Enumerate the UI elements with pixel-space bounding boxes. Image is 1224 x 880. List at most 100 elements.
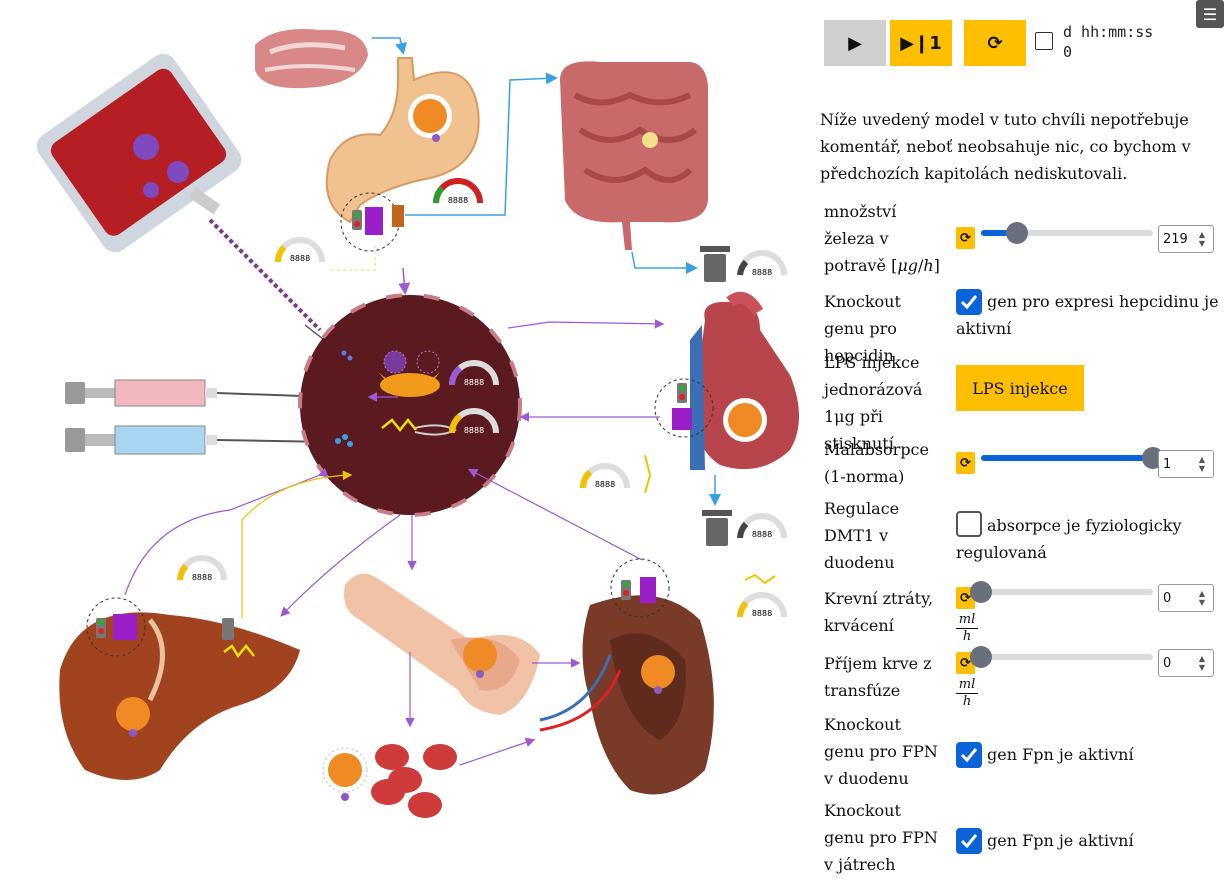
time-format: d hh:mm:ss [1063, 23, 1154, 41]
malabsorption-label: Malabsorpce (1-norma) [824, 440, 929, 486]
malabsorption-reset-button[interactable]: ⟳ [956, 452, 975, 474]
spinner-icon[interactable]: ▲▼ [1198, 654, 1206, 672]
transporter-icon [86, 597, 234, 657]
iron-intake-slider[interactable] [981, 222, 1153, 244]
intestine-icon [560, 61, 708, 250]
fpn-duodenum-checkbox-label: gen Fpn je aktivní [987, 745, 1134, 764]
blood-loss-unit: ml h [956, 613, 978, 644]
heart-icon [690, 291, 799, 470]
fpn-liver-label: Knockout genu pro FPN v játrech [824, 801, 938, 874]
spinner-icon[interactable]: ▲▼ [1198, 455, 1206, 473]
refresh-icon: ⟳ [960, 455, 971, 471]
blood-loss-label: Krevní ztráty, krvácení [824, 589, 934, 635]
slider-fill [981, 455, 1153, 461]
transfusion-value: 0 [1163, 656, 1172, 671]
liver-icon [59, 612, 301, 780]
transporter-icon [654, 378, 714, 438]
play-button[interactable]: ▶ [824, 20, 886, 66]
gauge-value: 8888 [752, 268, 772, 277]
refresh-icon: ⟳ [960, 655, 971, 671]
step-button[interactable]: ▶❙1 [890, 20, 952, 66]
fpn-liver-checkbox-label: gen Fpn je aktivní [987, 831, 1134, 850]
hepcidin-checkbox-row[interactable]: gen pro expresi hepcidinu je aktivní [956, 288, 1221, 342]
play-icon: ▶ [848, 32, 862, 54]
red-blood-cells-icon [322, 744, 457, 818]
gauge-icon: 8888 [737, 513, 787, 539]
slider-thumb[interactable] [1006, 222, 1029, 244]
transfusion-slider[interactable] [970, 646, 1153, 668]
spleen-icon [539, 595, 714, 795]
blood-loss-input[interactable]: 0 ▲▼ [1158, 584, 1214, 612]
gauge-icon: 8888 [177, 555, 227, 582]
gauge-icon: 8888 [433, 178, 483, 205]
transfusion-input[interactable]: 0 ▲▼ [1158, 649, 1214, 677]
transporter-icon [340, 192, 404, 252]
check-icon [960, 834, 978, 849]
blood-loss-value: 0 [1163, 591, 1172, 606]
menu-icon[interactable]: ☰ [1196, 0, 1224, 28]
spinner-icon[interactable]: ▲▼ [1198, 589, 1206, 607]
unit-numerator: ml [958, 677, 976, 692]
gauge-value: 8888 [752, 530, 772, 539]
syringe-icon [65, 425, 331, 455]
spinner-icon[interactable]: ▲▼ [1198, 230, 1206, 248]
time-format-checkbox[interactable] [1035, 32, 1053, 50]
meat-icon [255, 29, 368, 89]
dmt1-checkbox-row[interactable]: absorpce je fyziologicky regulovaná [956, 511, 1221, 566]
fpn-duodenum-checkbox-row[interactable]: gen Fpn je aktivní [956, 741, 1221, 768]
hepcidin-checkbox-label: gen pro expresi hepcidinu je aktivní [956, 292, 1219, 338]
intro-text: Níže uvedený model v tuto chvíli nepotře… [820, 110, 1191, 183]
check-icon [960, 295, 978, 310]
gauge-icon: 8888 [448, 408, 499, 435]
slider-thumb[interactable] [970, 581, 992, 603]
iron-intake-label: množství železa v potravě [μg/h] [824, 202, 940, 275]
gauge-value: 8888 [192, 573, 212, 582]
blood-bag-icon [36, 53, 322, 332]
gauge-value: 8888 [448, 196, 468, 205]
iron-intake-input[interactable]: 219 ▲▼ [1158, 225, 1214, 253]
unit-numerator: ml [958, 612, 976, 627]
bone-marrow-icon [344, 573, 540, 715]
gauge-value: 8888 [290, 254, 310, 263]
dmt1-checkbox[interactable] [956, 511, 982, 537]
model-illustration: 8888 8888 8888 [36, 29, 799, 818]
refresh-icon: ⟳ [960, 590, 971, 606]
iron-intake-value: 219 [1163, 232, 1188, 247]
iron-intake-reset-button[interactable]: ⟳ [956, 227, 975, 249]
gauge-icon: 8888 [580, 463, 630, 489]
lps-injection-button[interactable]: LPS injekce [956, 365, 1084, 411]
lps-label: LPS injekce jednorázová 1μg při stisknut… [824, 353, 923, 453]
refresh-icon: ⟳ [960, 230, 971, 246]
gauge-value: 8888 [464, 426, 484, 435]
blood-loss-slider[interactable] [970, 581, 1153, 603]
malabsorption-slider[interactable] [981, 447, 1164, 469]
transfusion-unit: ml h [956, 678, 978, 709]
hepcidin-checkbox[interactable] [956, 289, 982, 315]
fpn-liver-checkbox[interactable] [956, 828, 982, 854]
fpn-duodenum-label: Knockout genu pro FPN v duodenu [824, 715, 938, 788]
slider-fill [981, 230, 1018, 236]
malabsorption-value: 1 [1163, 457, 1172, 472]
stomach-icon [325, 57, 480, 224]
fpn-duodenum-checkbox[interactable] [956, 742, 982, 768]
time-display: d hh:mm:ss 0 [1063, 22, 1153, 62]
gauge-value: 8888 [752, 609, 772, 618]
slider-thumb[interactable] [970, 646, 992, 668]
control-panel: ▶ ▶❙1 ⟳ d hh:mm:ss 0 Níže uvedený model … [815, 0, 1224, 876]
gauge-icon: 8888 [448, 360, 499, 387]
malabsorption-input[interactable]: 1 ▲▼ [1158, 450, 1214, 478]
gauge-icon: 8888 [737, 592, 787, 618]
trash-icon [702, 510, 732, 546]
check-icon [960, 748, 978, 763]
trash-icon [700, 246, 730, 282]
unit-denominator: h [962, 629, 972, 644]
unit-denominator: h [962, 694, 972, 709]
fpn-liver-checkbox-row[interactable]: gen Fpn je aktivní [956, 827, 1221, 854]
step-icon: ▶❙1 [900, 32, 942, 54]
hepcidin-knockout-label: Knockout genu pro hepcidin [824, 292, 901, 365]
transfusion-label: Příjem krve z transfúze [824, 654, 932, 700]
refresh-icon: ⟳ [987, 32, 1003, 54]
reset-button[interactable]: ⟳ [964, 20, 1026, 66]
gauge-value: 8888 [595, 480, 615, 489]
syringe-icon [65, 379, 331, 407]
